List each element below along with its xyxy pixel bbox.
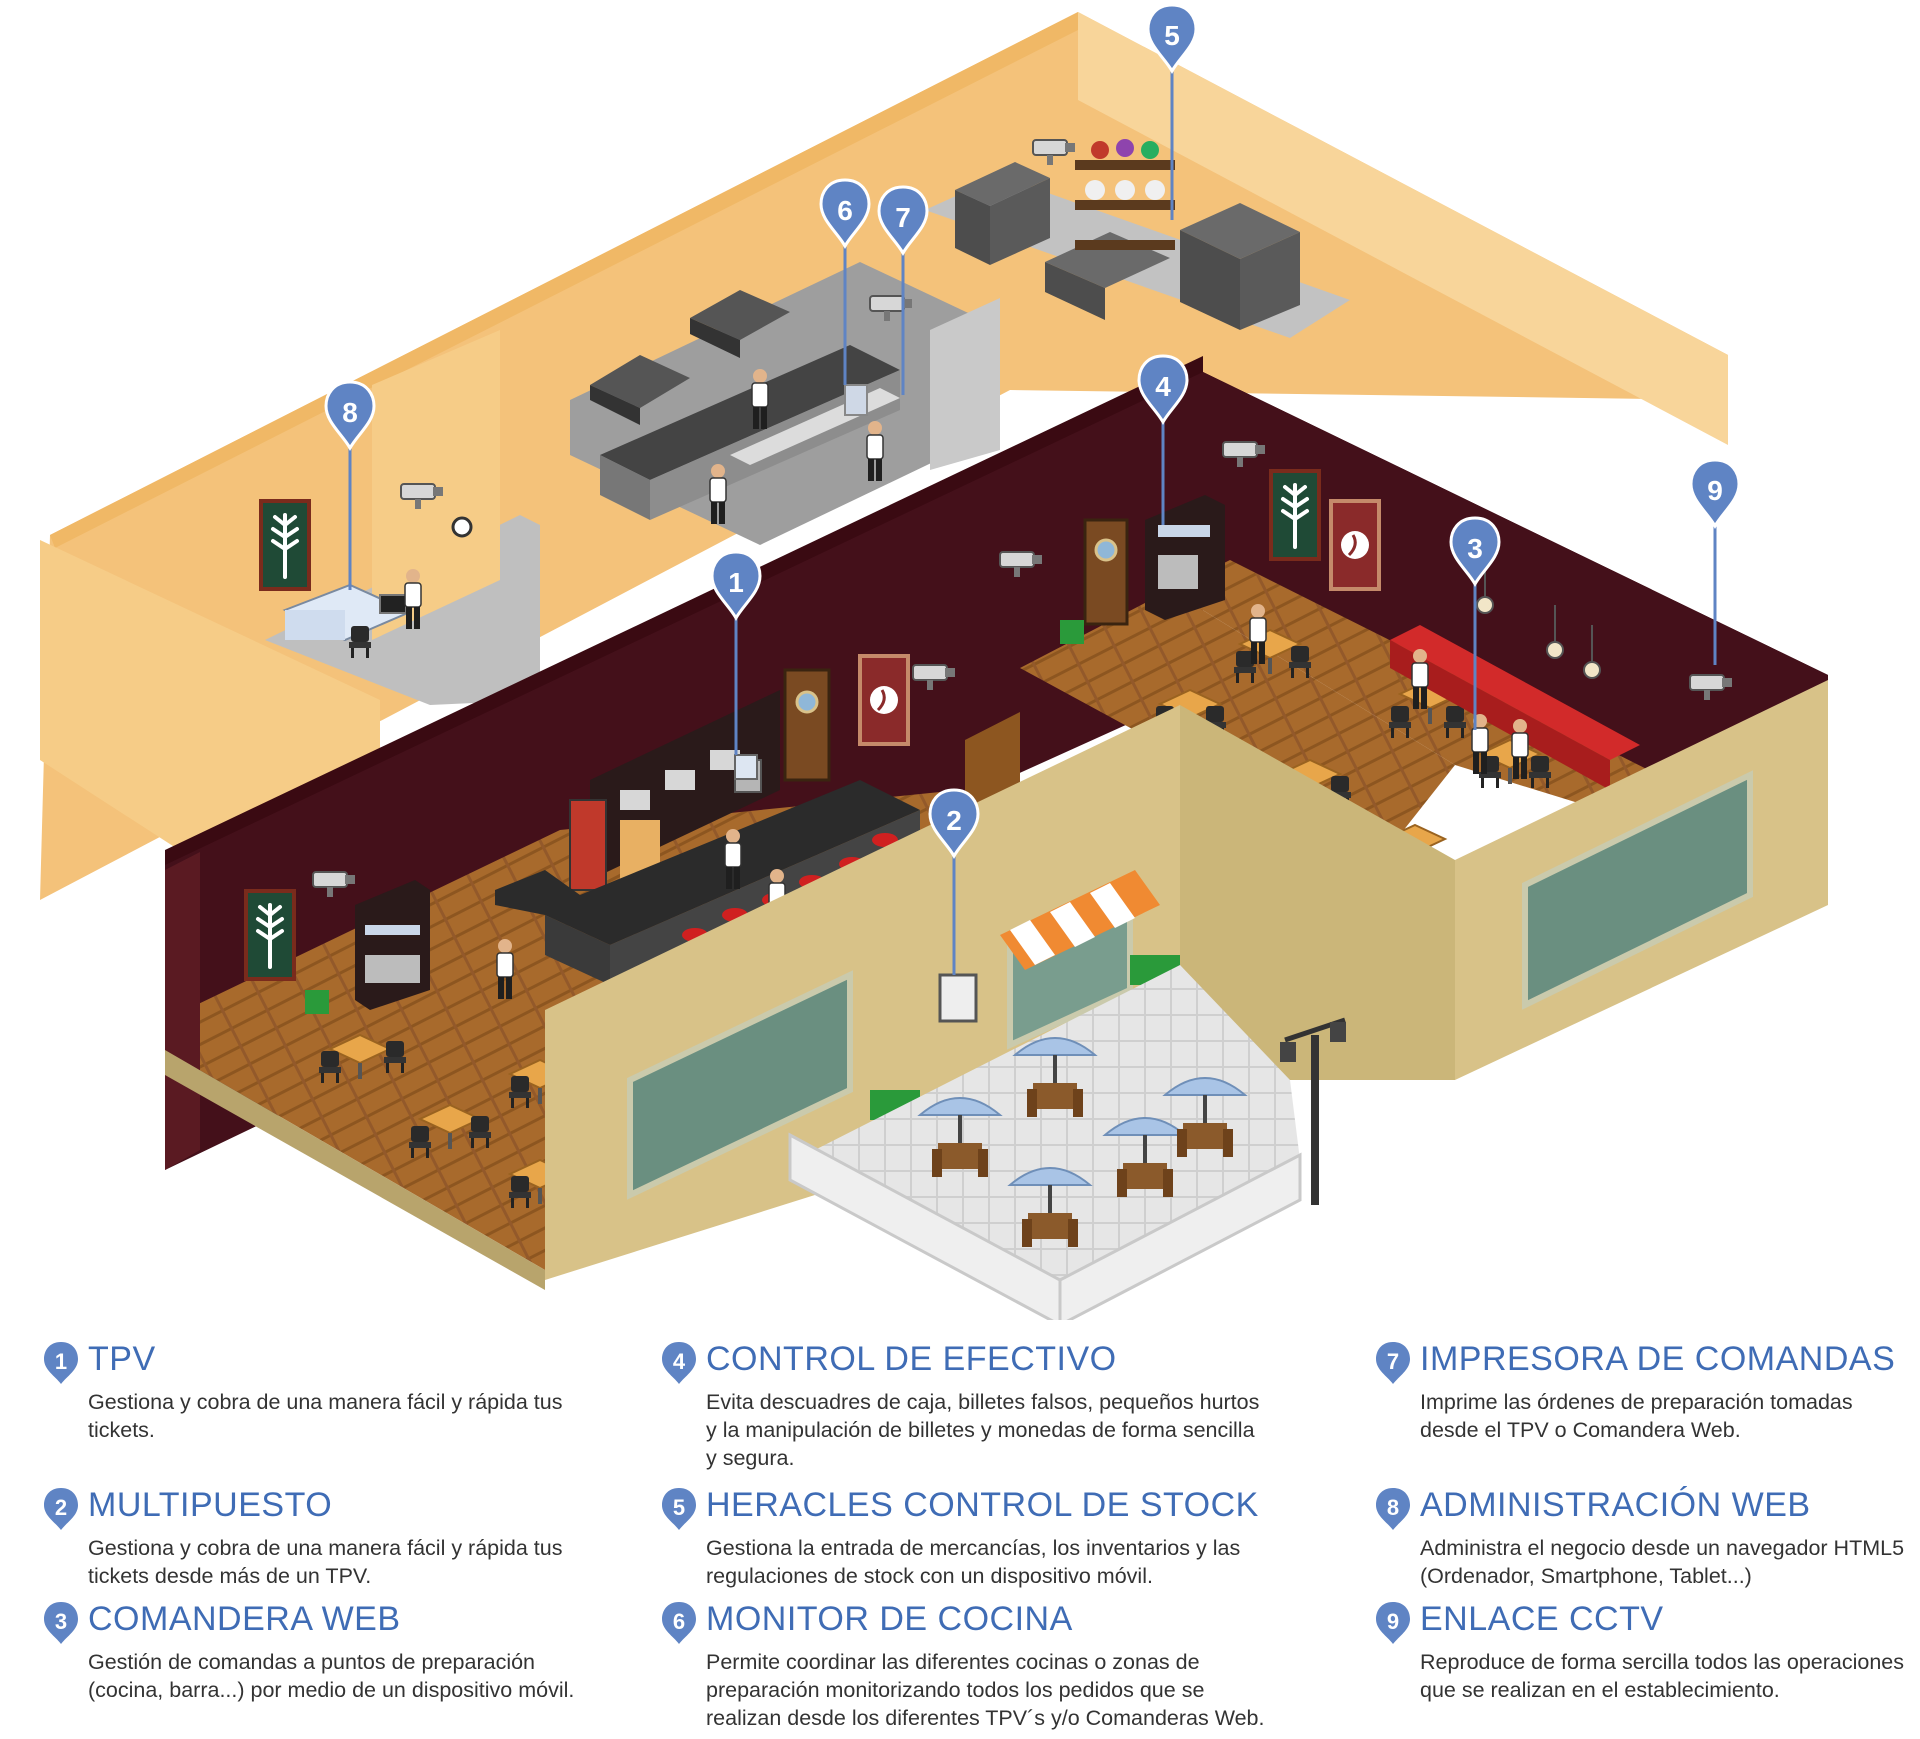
bar-floor — [165, 790, 1010, 1270]
number-2-badge-icon: 2 — [44, 1488, 78, 1530]
legend-title: TPV — [88, 1340, 156, 1378]
legend-title: IMPRESORA DE COMANDAS — [1420, 1340, 1896, 1378]
cash-control-unit-left — [355, 880, 430, 1010]
upper-back-wall — [50, 12, 1078, 548]
legend-description: Imprime las órdenes de preparación tomad… — [1420, 1390, 1853, 1442]
legend-title: MONITOR DE COCINA — [706, 1600, 1073, 1638]
kitchen-monitor — [844, 384, 868, 416]
storage-fridges — [955, 162, 1300, 330]
legend-title: COMANDERA WEB — [88, 1600, 401, 1638]
svg-text:3: 3 — [55, 1609, 67, 1634]
number-4-badge-icon: 4 — [662, 1342, 696, 1384]
svg-text:4: 4 — [673, 1349, 686, 1374]
extractor-hood-left — [590, 355, 690, 408]
front-left-exterior-wall — [165, 1050, 545, 1290]
legend-description: Reproduce de forma sercilla todos las op… — [1420, 1650, 1905, 1702]
number-8-badge-icon: 8 — [1376, 1488, 1410, 1530]
cash-control-unit — [1145, 495, 1225, 620]
office-desk — [282, 568, 422, 658]
kitchen-door — [783, 668, 831, 782]
tpv-terminal — [734, 754, 758, 780]
storage-shelf — [1075, 139, 1175, 250]
legend-title: ADMINISTRACIÓN WEB — [1420, 1486, 1811, 1524]
svg-text:4: 4 — [1155, 371, 1171, 402]
legend-description: Gestiona y cobra de una manera fácil y r… — [88, 1390, 563, 1442]
bar-back-shelf — [569, 690, 780, 891]
number-7-badge-icon: 7 — [1376, 1342, 1410, 1384]
legend-title: ENLACE CCTV — [1420, 1600, 1664, 1638]
svg-text:2: 2 — [946, 805, 962, 836]
svg-text:9: 9 — [1707, 475, 1723, 506]
svg-text:9: 9 — [1387, 1609, 1399, 1634]
marker-2: 2 — [928, 788, 980, 975]
legend-description: Gestiona y cobra de una manera fácil y r… — [88, 1536, 563, 1588]
marker-1: 1 — [710, 550, 762, 755]
legend-title: CONTROL DE EFECTIVO — [706, 1340, 1117, 1378]
number-5-badge-icon: 5 — [662, 1488, 696, 1530]
dining-right-wall-face — [1203, 372, 1828, 860]
left-room-side-wall — [165, 852, 200, 1170]
right-window — [1522, 770, 1753, 1010]
number-1-badge-icon: 1 — [44, 1342, 78, 1384]
pendant-lamps — [1476, 560, 1601, 679]
terrace-fence — [788, 1132, 1302, 1320]
marker-8: 8 — [324, 380, 376, 590]
service-door — [1083, 518, 1129, 626]
svg-text:8: 8 — [342, 397, 358, 428]
upper-right-wall — [1078, 12, 1728, 445]
red-booth — [1390, 625, 1640, 790]
marker-4: 4 — [1137, 354, 1189, 525]
svg-text:5: 5 — [1164, 20, 1180, 51]
legend-title: HERACLES CONTROL DE STOCK — [706, 1486, 1259, 1524]
legend-title: MULTIPUESTO — [88, 1486, 333, 1524]
number-3-badge-icon: 3 — [44, 1602, 78, 1644]
front-window — [627, 970, 853, 1200]
entrance-awning — [1000, 870, 1160, 970]
svg-text:7: 7 — [1387, 1349, 1399, 1374]
marker-6: 6 — [819, 178, 871, 385]
marker-3: 3 — [1449, 516, 1501, 730]
legend-description: Evita descuadres de caja, billetes falso… — [706, 1390, 1260, 1470]
restaurant-floorplan-illustration: 1 2 3 4 5 6 7 8 9 — [40, 3, 1828, 1320]
legend-description: Administra el negocio desde un navegador… — [1420, 1536, 1905, 1588]
svg-text:7: 7 — [895, 202, 911, 233]
marker-7: 7 — [877, 185, 929, 395]
extractor-hood-right — [690, 290, 790, 340]
number-9-badge-icon: 9 — [1376, 1602, 1410, 1644]
svg-text:1: 1 — [728, 567, 744, 598]
marker-5: 5 — [1146, 3, 1198, 220]
svg-text:2: 2 — [55, 1495, 67, 1520]
legend: 1 TPV Gestiona y cobra de una manera fác… — [0, 1330, 1920, 1739]
svg-text:3: 3 — [1467, 533, 1483, 564]
street-lamp — [1280, 1017, 1346, 1205]
svg-text:1: 1 — [55, 1349, 67, 1374]
legend-description: Gestiona la entrada de mercancías, los i… — [706, 1536, 1241, 1588]
svg-text:8: 8 — [1387, 1495, 1399, 1520]
number-6-badge-icon: 6 — [662, 1602, 696, 1644]
svg-text:5: 5 — [673, 1495, 685, 1520]
right-exterior-wall-side — [1180, 705, 1455, 1080]
legend-description: Gestión de comandas a puntos de preparac… — [88, 1650, 575, 1702]
svg-text:6: 6 — [673, 1609, 685, 1634]
kitchen-side-wall — [930, 298, 1000, 470]
legend-description: Permite coordinar las diferentes cocinas… — [706, 1650, 1265, 1730]
office-wall — [372, 330, 500, 640]
marker-9: 9 — [1689, 458, 1741, 665]
svg-text:6: 6 — [837, 195, 853, 226]
wall-tablet — [938, 973, 978, 1023]
